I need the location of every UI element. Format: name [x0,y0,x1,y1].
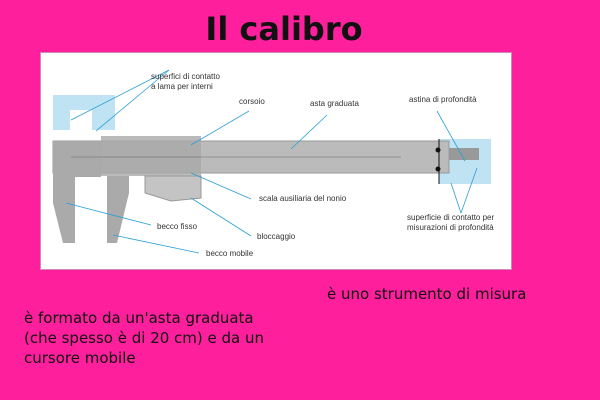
lock-screw [144,175,202,202]
caliper-drawing [52,69,491,254]
page-title: Il calibro [205,10,363,48]
label-bar: asta graduata [310,99,359,108]
label-fixed-jaw: becco fisso [157,222,198,231]
label-lock: bloccaggio [257,232,296,241]
depth-rod [449,148,479,160]
description-text: è formato da un'asta graduata (che spess… [24,309,265,367]
label-moving-jaw: becco mobile [206,249,254,258]
label-cursor: corsoio [239,97,265,106]
definition-text: è uno strumento di misura [327,285,527,303]
leader-lines [65,69,478,254]
fixed-jaw [53,141,101,243]
label-vernier: scala ausiliaria del nonio [259,194,347,203]
moving-jaw [107,176,129,243]
label-depth-rod: astina di profondità [409,95,477,104]
cursor-body [101,136,201,176]
